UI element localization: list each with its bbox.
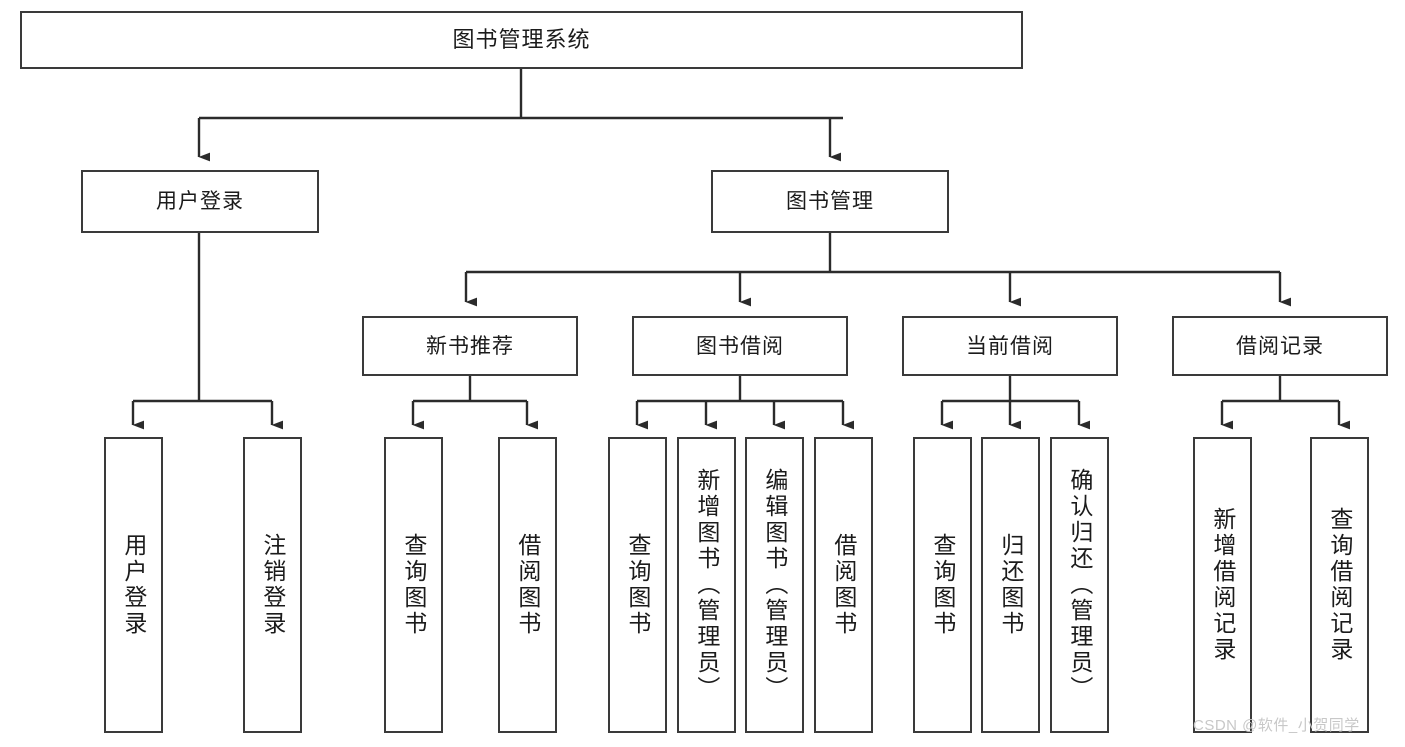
node-new-book-recommend[interactable]: 新书推荐 — [362, 316, 578, 376]
leaf-label: 归还图书 — [997, 533, 1024, 637]
leaf-label: 编辑图书（管理员） — [761, 468, 788, 702]
leaf-user-login-logout[interactable]: 注销登录 — [243, 437, 302, 733]
node-user-login-label: 用户登录 — [156, 190, 244, 213]
node-book-borrow-label: 图书借阅 — [696, 334, 784, 358]
leaf-record-query-record[interactable]: 查询借阅记录 — [1310, 437, 1369, 733]
leaf-borrow-add-book[interactable]: 新增图书（管理员） — [677, 437, 736, 733]
leaf-label: 借阅图书 — [514, 533, 541, 637]
leaf-label: 查询图书 — [929, 533, 956, 637]
leaf-borrow-edit-book[interactable]: 编辑图书（管理员） — [745, 437, 804, 733]
leaf-label: 借阅图书 — [830, 533, 857, 637]
leaf-label: 查询图书 — [400, 533, 427, 637]
node-borrow-record-label: 借阅记录 — [1236, 334, 1324, 358]
leaf-recommend-borrow-book[interactable]: 借阅图书 — [498, 437, 557, 733]
leaf-user-login-login[interactable]: 用户登录 — [104, 437, 163, 733]
leaf-current-query-book[interactable]: 查询图书 — [913, 437, 972, 733]
leaf-label: 确认归还（管理员） — [1066, 468, 1093, 702]
node-borrow-record[interactable]: 借阅记录 — [1172, 316, 1388, 376]
leaf-current-return-book[interactable]: 归还图书 — [981, 437, 1040, 733]
leaf-label: 查询借阅记录 — [1326, 507, 1353, 663]
leaf-label: 新增图书（管理员） — [693, 468, 720, 702]
leaf-record-add-record[interactable]: 新增借阅记录 — [1193, 437, 1252, 733]
node-book-management[interactable]: 图书管理 — [711, 170, 949, 233]
node-new-book-recommend-label: 新书推荐 — [426, 334, 514, 358]
leaf-recommend-query-book[interactable]: 查询图书 — [384, 437, 443, 733]
node-root-label: 图书管理系统 — [452, 27, 591, 52]
node-user-login[interactable]: 用户登录 — [81, 170, 319, 233]
leaf-borrow-borrow-book[interactable]: 借阅图书 — [814, 437, 873, 733]
leaf-label: 查询图书 — [624, 533, 651, 637]
leaf-current-confirm-return[interactable]: 确认归还（管理员） — [1050, 437, 1109, 733]
node-root[interactable]: 图书管理系统 — [20, 11, 1023, 69]
leaf-label: 注销登录 — [259, 533, 286, 637]
leaf-label: 新增借阅记录 — [1209, 507, 1236, 663]
node-book-borrow[interactable]: 图书借阅 — [632, 316, 848, 376]
leaf-borrow-query-book[interactable]: 查询图书 — [608, 437, 667, 733]
leaf-label: 用户登录 — [120, 533, 147, 637]
node-current-borrow[interactable]: 当前借阅 — [902, 316, 1118, 376]
node-book-management-label: 图书管理 — [786, 190, 874, 213]
node-current-borrow-label: 当前借阅 — [966, 334, 1054, 358]
